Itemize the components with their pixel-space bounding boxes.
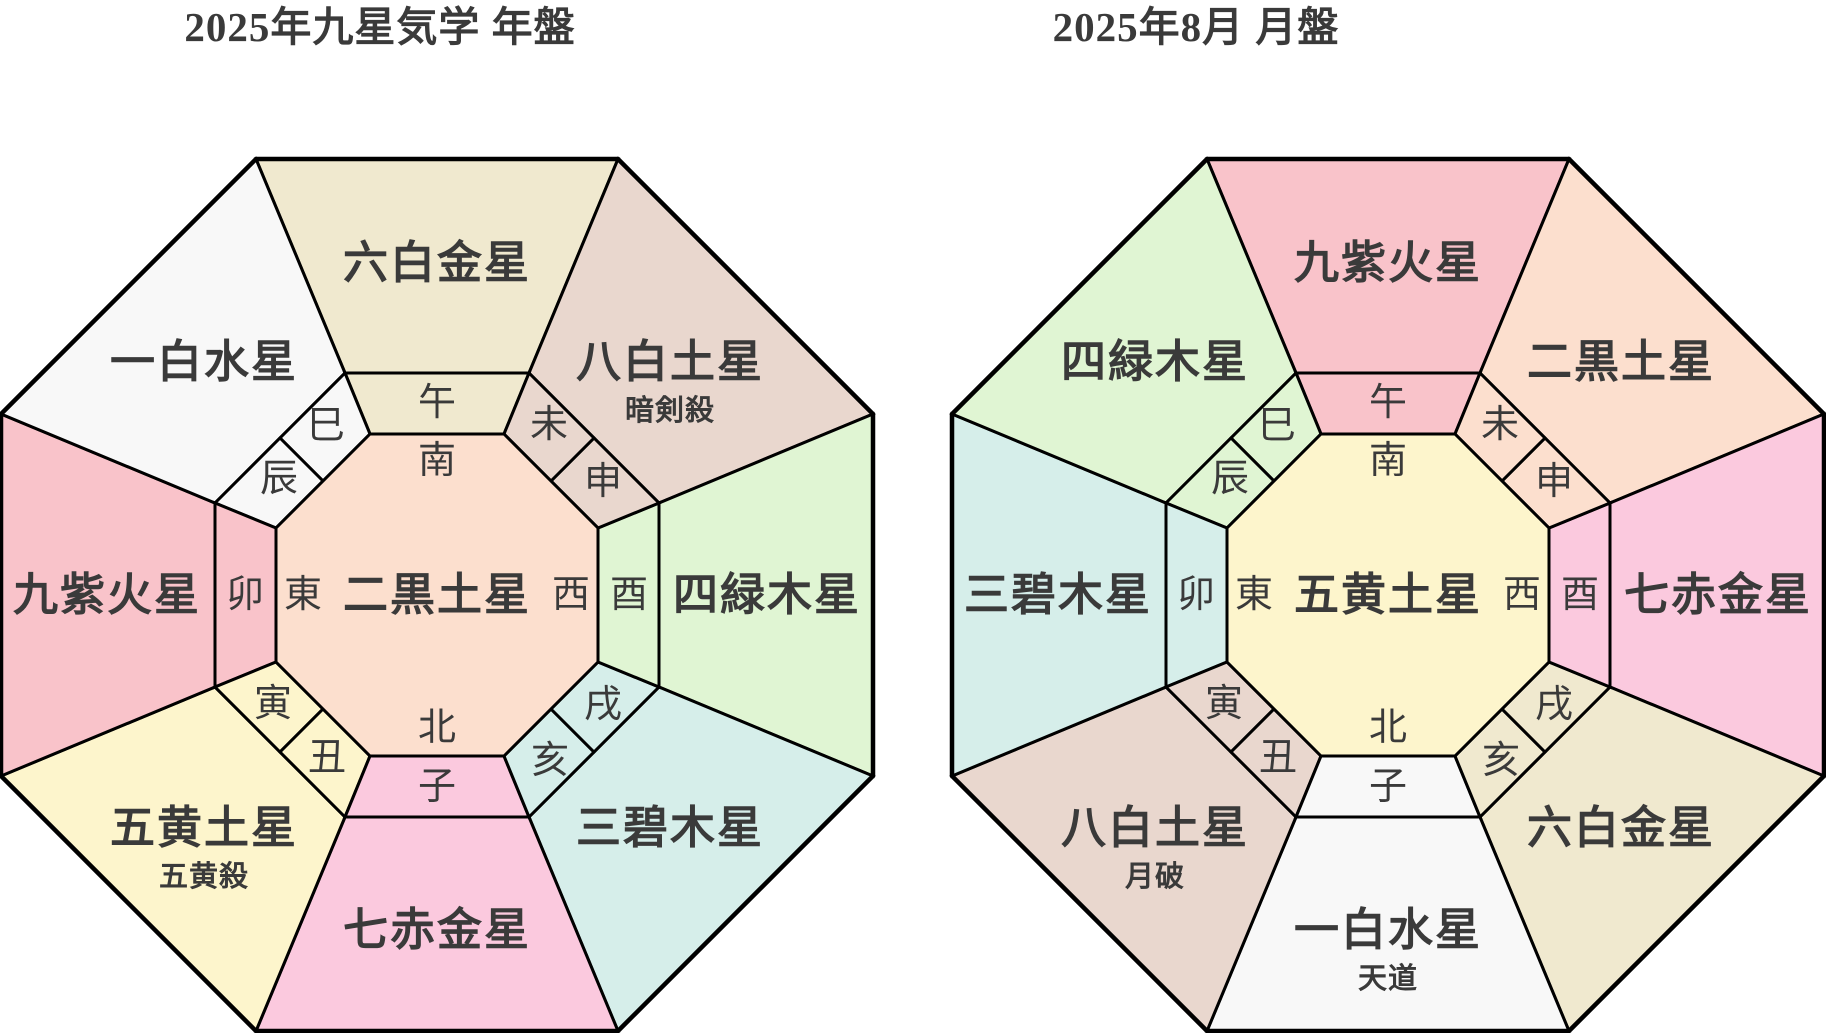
month-board-branch-label-bottom: 子 xyxy=(1369,766,1407,808)
month-board-branch-label-br1: 戌 xyxy=(1535,684,1573,726)
year-board-section-right-star-label: 四緑木星 xyxy=(673,570,861,620)
month-board-title: 2025年8月 月盤 xyxy=(1053,4,1340,50)
year-board-section-bottom-star-label: 七赤金星 xyxy=(343,905,531,955)
year-board-branch-label-tr2: 申 xyxy=(584,461,622,503)
year-board-branch-label-left: 卯 xyxy=(226,574,264,616)
year-board-section-bottom_left-star-label: 五黄土星 xyxy=(110,803,298,853)
year-board-direction-south: 南 xyxy=(418,440,456,482)
year-board-direction-north: 北 xyxy=(418,707,456,749)
month-board-section-right-star-label: 七赤金星 xyxy=(1624,570,1812,620)
month-board-branch-label-tl1: 辰 xyxy=(1211,458,1249,500)
year-board-title: 2025年九星気学 年盤 xyxy=(184,4,575,50)
month-board-section-left-star-label: 三碧木星 xyxy=(964,570,1152,620)
month-board-section-bottom_left-sub-label: 月破 xyxy=(1124,860,1185,893)
year-board-section-top_right-sub-label: 暗剣殺 xyxy=(625,394,715,427)
month-board-direction-east: 東 xyxy=(1235,574,1273,616)
year-board-section-top_right-star-label: 八白土星 xyxy=(576,337,764,387)
year-board-section-top-star-label: 六白金星 xyxy=(343,238,531,288)
year-board-branch-label-tl1: 辰 xyxy=(260,458,298,500)
year-board-branch-label-tl2: 巳 xyxy=(307,405,345,447)
year-board-section-left-star-label: 九紫火星 xyxy=(13,570,201,620)
month-board-section-bottom_right-star-label: 六白金星 xyxy=(1527,803,1715,853)
month-board-section-bottom-star-label: 一白水星 xyxy=(1294,905,1482,955)
year-board-branch-label-br1: 戌 xyxy=(584,684,622,726)
month-board-branch-label-tr2: 申 xyxy=(1535,461,1573,503)
year-board-direction-west: 西 xyxy=(552,574,590,616)
year-board-section-bottom_right-star-label: 三碧木星 xyxy=(576,803,764,853)
year-board-section-bottom_left-sub-label: 五黄殺 xyxy=(159,860,249,893)
month-board-section-top-star-label: 九紫火星 xyxy=(1294,238,1482,288)
month-board-branch-label-top: 午 xyxy=(1369,382,1407,424)
year-board-branch-label-tr1: 未 xyxy=(530,404,568,446)
year-board-section-top_left-star-label: 一白水星 xyxy=(110,337,298,387)
month-board-branch-label-left: 卯 xyxy=(1177,574,1215,616)
year-board-branch-label-right: 酉 xyxy=(610,574,648,616)
month-board-direction-north: 北 xyxy=(1369,707,1407,749)
month-board-direction-west: 西 xyxy=(1503,574,1541,616)
month-board-section-top_right-star-label: 二黒土星 xyxy=(1527,337,1715,387)
month-board-branch-label-bl1: 丑 xyxy=(1259,737,1297,779)
year-board-branch-label-br2: 亥 xyxy=(531,740,569,782)
year-board-branch-label-bl2: 寅 xyxy=(254,683,292,725)
month-board-branch-label-right: 酉 xyxy=(1561,574,1599,616)
month-board-branch-label-tr1: 未 xyxy=(1481,404,1519,446)
year-board-direction-east: 東 xyxy=(284,574,322,616)
month-board-section-top_left-star-label: 四緑木星 xyxy=(1061,337,1249,387)
month-board-section-bottom-sub-label: 天道 xyxy=(1358,962,1418,995)
month-board-center xyxy=(1225,432,1551,758)
month-board-outline xyxy=(949,156,1826,1033)
year-board-center xyxy=(274,432,600,758)
month-board-branch-label-tl2: 巳 xyxy=(1258,405,1296,447)
year-board-branch-label-bl1: 丑 xyxy=(308,737,346,779)
month-board-section-bottom_left-star-label: 八白土星 xyxy=(1061,803,1249,853)
year-board-center-star-label: 二黒土星 xyxy=(343,570,531,620)
month-board-branch-label-bl2: 寅 xyxy=(1205,683,1243,725)
month-board-direction-south: 南 xyxy=(1369,440,1407,482)
month-board-branch-label-br2: 亥 xyxy=(1482,740,1520,782)
year-board-outline xyxy=(0,156,876,1033)
month-board-center-star-label: 五黄土星 xyxy=(1294,570,1482,620)
year-board-branch-label-top: 午 xyxy=(418,382,456,424)
year-board-branch-label-bottom: 子 xyxy=(418,766,456,808)
